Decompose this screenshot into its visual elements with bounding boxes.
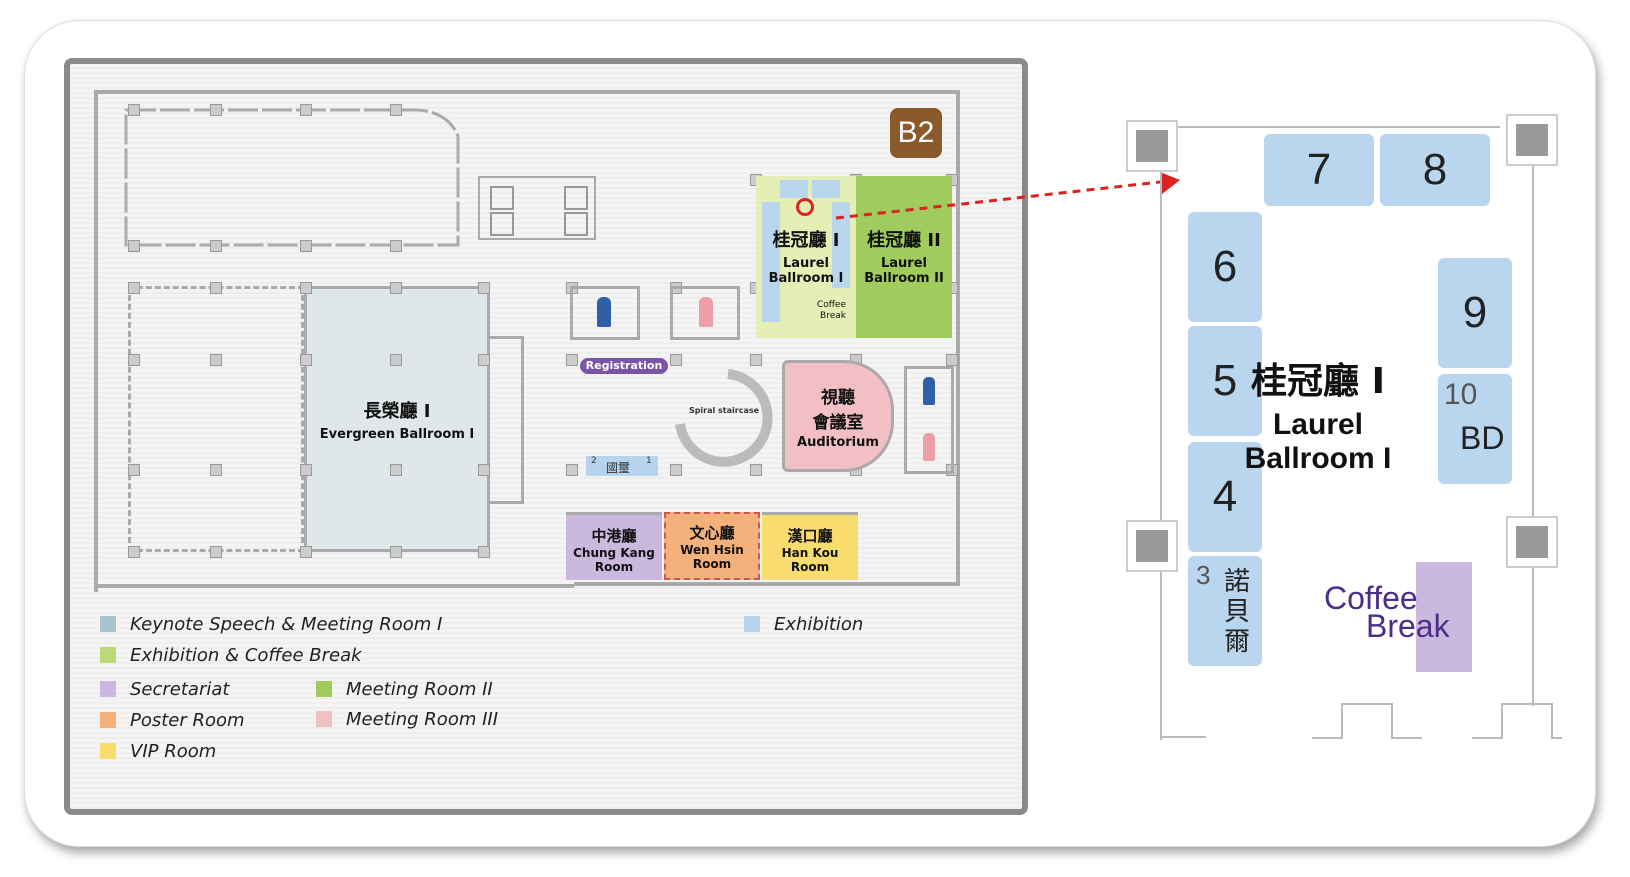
evergreen-cn: 長榮廳 I: [363, 401, 431, 422]
registration-label[interactable]: Registration: [580, 358, 668, 374]
auditorium-en: Auditorium: [797, 435, 879, 450]
laurel1-cn: 桂冠廳 I: [772, 230, 840, 251]
legend-exhibition: Exhibition: [744, 614, 863, 635]
column-icon: [1126, 520, 1178, 572]
han-kou-room[interactable]: 漢口廳 Han Kou Room: [762, 512, 858, 580]
coffee-break-small: Coffee Break: [816, 300, 846, 321]
man-icon: [923, 377, 935, 405]
restroom-women: [670, 286, 740, 340]
booth-5[interactable]: 5: [1188, 326, 1262, 436]
spiral-staircase-icon: [675, 369, 773, 467]
upper-hall-outline: [124, 108, 460, 247]
legend-exhibition-coffee: Exhibition & Coffee Break: [100, 645, 362, 666]
legend-poster: Poster Room: [100, 710, 245, 731]
spiral-staircase-label: Spiral staircase: [688, 406, 760, 415]
legend-keynote: Keynote Speech & Meeting Room I: [100, 614, 442, 635]
woman-icon: [699, 297, 713, 327]
detail-title-en2: Ballroom I: [1244, 442, 1392, 475]
legend-meeting-2: Meeting Room II: [316, 679, 493, 700]
legend-vip: VIP Room: [100, 741, 216, 762]
laurel2-cn: 桂冠廳 II: [867, 230, 941, 251]
laurel-ballroom-1[interactable]: 桂冠廳 I Laurel Ballroom I Coffee Break: [756, 176, 856, 338]
restroom-right: [904, 366, 954, 474]
booth-3[interactable]: 3 諾貝爾: [1188, 556, 1262, 666]
guoguang-booth[interactable]: 2 國璽 1: [586, 456, 658, 476]
auditorium[interactable]: 視聽 會議室 Auditorium: [782, 360, 894, 472]
floor-plan: 長榮廳 I Evergreen Ballroom I B2: [64, 58, 1028, 815]
coffee-break-area[interactable]: [1416, 562, 1472, 672]
coffee-break-label: Coffee Break: [1324, 580, 1450, 644]
detail-title-en1: Laurel: [1272, 408, 1364, 441]
wen-hsin-room[interactable]: 文心廳 Wen Hsin Room: [664, 512, 760, 580]
column-icon: [1506, 516, 1558, 568]
booth-8[interactable]: 8: [1380, 134, 1490, 206]
evergreen-ballroom-1[interactable]: 長榮廳 I Evergreen Ballroom I: [304, 286, 490, 552]
column-icon: [1126, 120, 1178, 172]
location-marker-icon: [796, 198, 814, 216]
detail-title: 桂冠廳 I Laurel Ballroom I: [1218, 352, 1418, 476]
auditorium-cn2: 會議室: [812, 413, 864, 433]
legend-meeting-3: Meeting Room III: [316, 709, 498, 730]
booth-10[interactable]: 10 BD: [1438, 374, 1512, 484]
laurel-ballroom-2[interactable]: 桂冠廳 II Laurel Ballroom II: [856, 176, 952, 338]
column-icon: [1506, 114, 1558, 166]
evergreen-en: Evergreen Ballroom I: [319, 427, 475, 442]
woman-icon: [923, 433, 935, 461]
detail-title-cn: 桂冠廳 I: [1251, 361, 1385, 402]
evergreen-hall-left: [128, 286, 304, 552]
legend-secretariat: Secretariat: [100, 679, 229, 700]
booth-4[interactable]: 4: [1188, 442, 1262, 552]
booth-7[interactable]: 7: [1264, 134, 1374, 206]
floor-badge: B2: [890, 108, 942, 158]
booth-6[interactable]: 6: [1188, 212, 1262, 322]
zoom-arrow: [835, 172, 1180, 220]
booth-9[interactable]: 9: [1438, 258, 1512, 368]
laurel2-en1: Laurel: [881, 256, 927, 271]
laurel2-en2: Ballroom II: [864, 271, 944, 286]
elevator-block: [478, 176, 596, 240]
laurel1-en1: Laurel: [783, 256, 829, 271]
laurel-detail: 7 8 6 9 5 10 BD 4 3 諾貝爾 Coffee Break 桂冠廳…: [1122, 114, 1562, 740]
laurel1-en2: Ballroom I: [768, 271, 844, 286]
chung-kang-room[interactable]: 中港廳 Chung Kang Room: [566, 512, 662, 580]
restroom-men: [570, 286, 640, 340]
man-icon: [597, 297, 611, 327]
auditorium-cn1: 視聽: [821, 388, 855, 408]
